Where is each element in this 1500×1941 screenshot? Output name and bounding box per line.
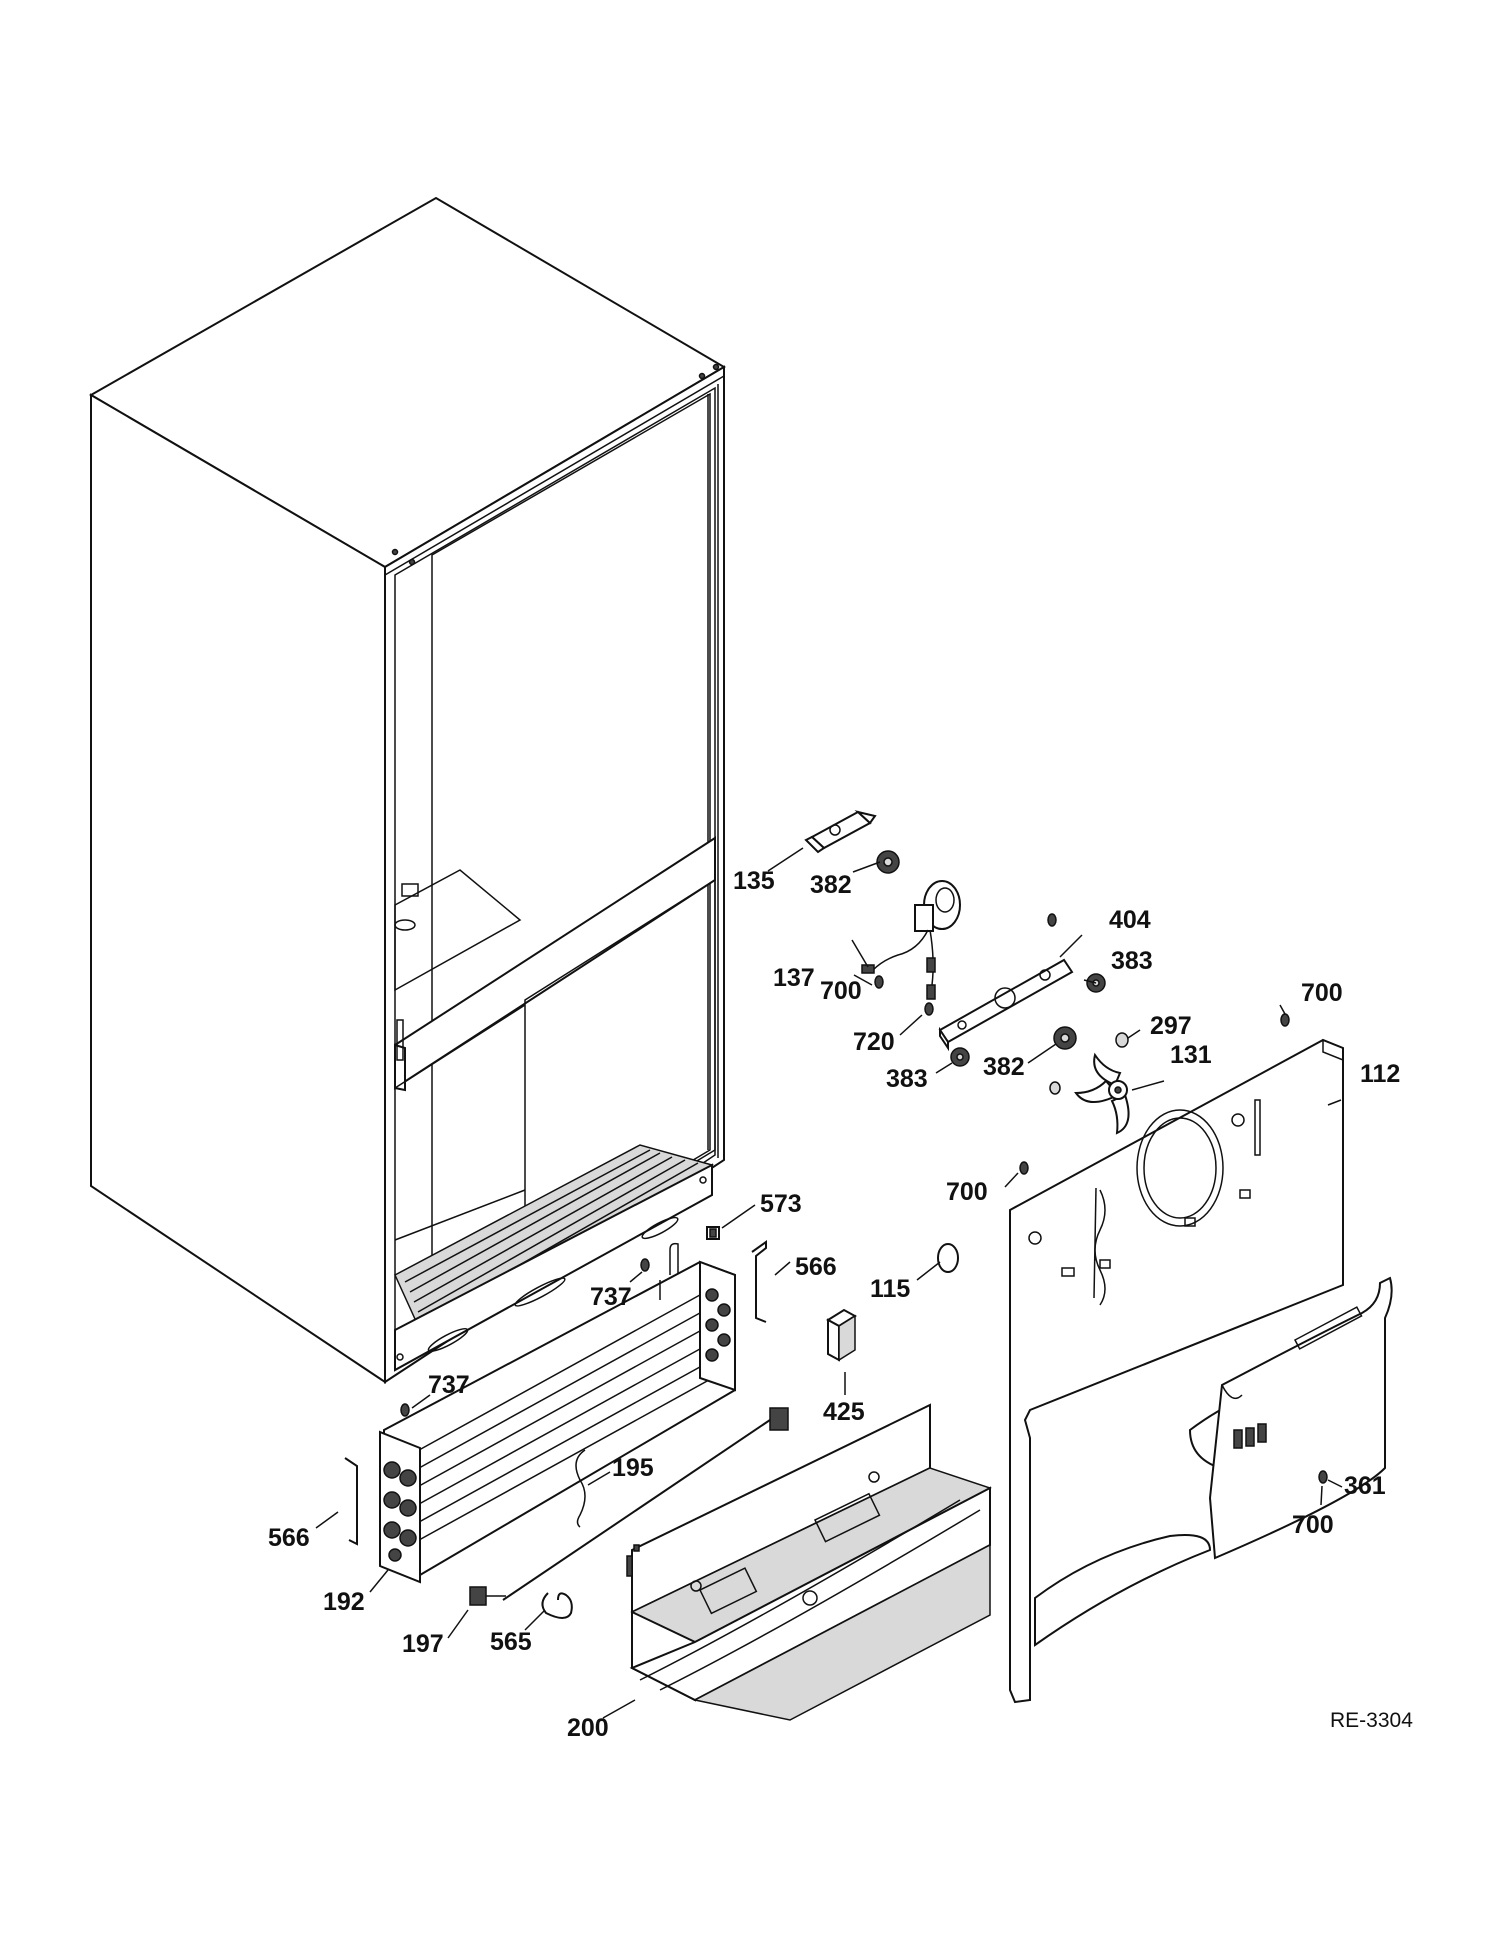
screw-700-cover-top xyxy=(1280,1013,1290,1027)
clip-565 xyxy=(541,1592,573,1619)
callout-566-left: 566 xyxy=(268,1524,310,1552)
motor-bracket-135 xyxy=(804,810,877,854)
callout-200: 200 xyxy=(567,1714,609,1742)
callout-383-left: 383 xyxy=(886,1065,928,1093)
leader-lines xyxy=(315,847,1343,1719)
clip-566-right xyxy=(751,1240,767,1323)
nut-297 xyxy=(1049,1032,1129,1095)
callout-labels: 135 382 404 383 137 700 720 297 700 383 … xyxy=(268,867,1413,1742)
callout-425: 425 xyxy=(823,1398,865,1426)
screw-700-panel xyxy=(1318,1470,1328,1484)
callout-115: 115 xyxy=(870,1275,910,1303)
callout-737-upper: 737 xyxy=(590,1283,632,1311)
callout-135: 135 xyxy=(733,867,775,895)
callout-720: 720 xyxy=(853,1028,895,1056)
grommet-382-lower xyxy=(1053,1026,1077,1050)
plug-115 xyxy=(937,1243,959,1273)
screw-700-cover-left xyxy=(1019,1161,1029,1175)
callout-700-motor: 700 xyxy=(820,977,862,1005)
diagram-code: RE-3304 xyxy=(1330,1709,1413,1732)
screw-720 xyxy=(924,913,1057,1016)
callout-700-cover-left: 700 xyxy=(946,1178,988,1206)
motor-mount-404 xyxy=(938,958,1074,1052)
callout-137: 137 xyxy=(773,964,815,992)
connector-197 xyxy=(469,1586,506,1606)
callout-404: 404 xyxy=(1109,906,1151,934)
panel-361 xyxy=(1208,1276,1393,1560)
screw-737-lower xyxy=(400,1403,410,1417)
grommet-383-left xyxy=(950,1047,970,1067)
callout-197: 197 xyxy=(402,1630,444,1658)
callout-565: 565 xyxy=(490,1628,532,1656)
fan-motor-137 xyxy=(861,880,961,1000)
callout-737-lower: 737 xyxy=(428,1371,470,1399)
evaporator-coil-192 xyxy=(379,1242,736,1584)
clip-566-left xyxy=(344,1457,358,1546)
fan-blade-131 xyxy=(1074,1052,1130,1135)
clip-573 xyxy=(706,1226,720,1240)
callout-361: 361 xyxy=(1344,1472,1386,1500)
floor-grille-slats xyxy=(404,1149,699,1323)
screw-737-upper xyxy=(640,1258,650,1272)
callout-383-right: 383 xyxy=(1111,947,1153,975)
refrigerator-cabinet xyxy=(89,196,726,1384)
callout-700-cover-top: 700 xyxy=(1301,979,1343,1007)
callout-192: 192 xyxy=(323,1588,365,1616)
callout-382-lower: 382 xyxy=(983,1053,1025,1081)
grommet-382-upper xyxy=(876,850,900,874)
callout-566-right: 566 xyxy=(795,1253,837,1281)
callout-131: 131 xyxy=(1170,1041,1212,1069)
defrost-heater-195 xyxy=(502,1407,789,1601)
callout-573: 573 xyxy=(760,1190,802,1218)
screw-700-motor xyxy=(874,975,884,989)
callout-297: 297 xyxy=(1150,1012,1192,1040)
callout-195: 195 xyxy=(612,1454,654,1482)
drain-pan-200 xyxy=(626,1403,992,1721)
block-425 xyxy=(826,1308,857,1362)
callout-382-upper: 382 xyxy=(810,871,852,899)
callout-112: 112 xyxy=(1360,1060,1400,1088)
callout-700-panel: 700 xyxy=(1292,1511,1334,1539)
